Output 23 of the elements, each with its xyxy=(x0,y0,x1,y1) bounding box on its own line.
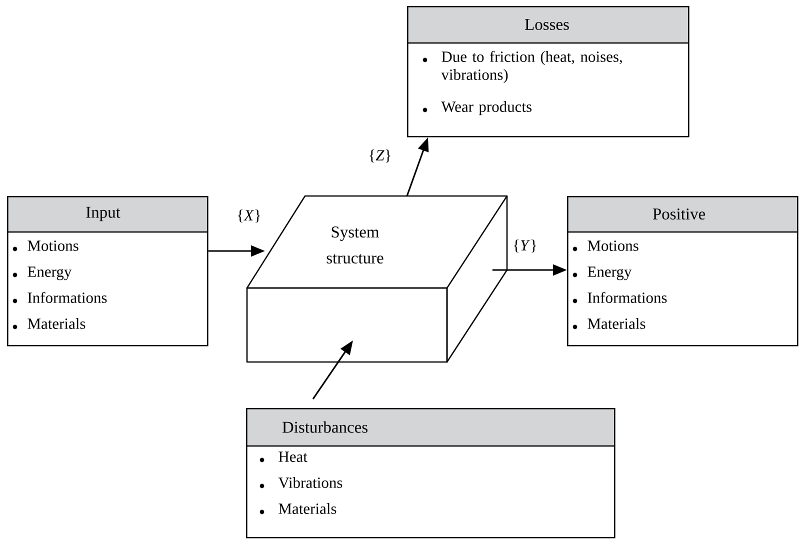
bullet-item: Wear products xyxy=(422,101,532,116)
list-box xyxy=(246,408,616,538)
box-heading: Losses xyxy=(525,19,569,30)
list-box xyxy=(567,196,798,346)
box-heading: Disturbances xyxy=(282,421,368,433)
box-heading: Input xyxy=(86,206,120,222)
bullet-item: Energy xyxy=(12,266,72,280)
bullet-item: Motions xyxy=(12,240,78,252)
bullet-item: Materials xyxy=(572,318,646,330)
bullet-item: Informations xyxy=(572,292,667,304)
edge-label: {Z} xyxy=(367,148,393,164)
bullet-item: Heat xyxy=(260,452,308,462)
bullet-item: Materials xyxy=(12,318,86,330)
bullet-item: Due to friction (heat, noises, vibrations) xyxy=(422,50,622,84)
list-box xyxy=(7,196,208,346)
edge-label: {Y} xyxy=(512,238,538,254)
list-box xyxy=(407,6,690,138)
bullet-item: Materials xyxy=(260,503,336,514)
bullet-item: Energy xyxy=(572,266,632,280)
box-heading: Positive xyxy=(652,208,706,220)
bullet-item: Informations xyxy=(12,292,107,304)
bullet-item: Vibrations xyxy=(260,477,342,488)
bullet-item: Motions xyxy=(572,240,638,252)
